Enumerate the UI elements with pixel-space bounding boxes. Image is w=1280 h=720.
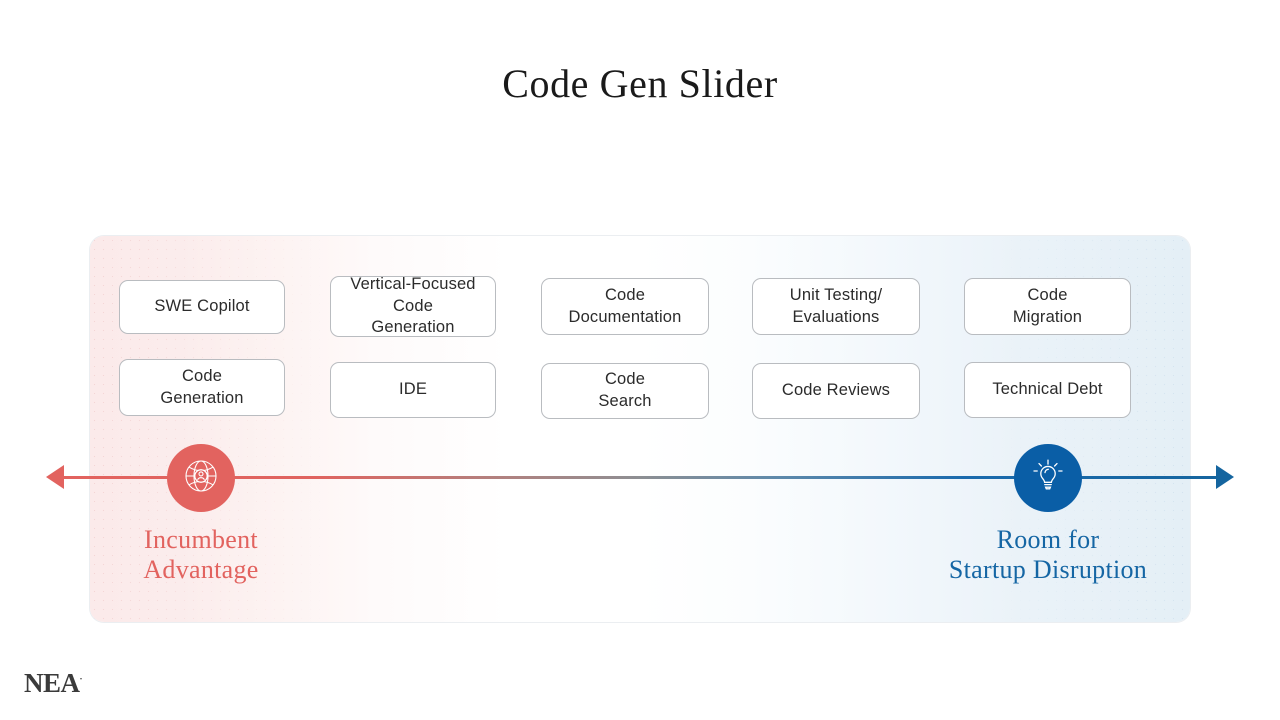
category-chip[interactable]: Code Reviews — [752, 363, 920, 419]
globe-user-icon — [181, 456, 221, 501]
page-title: Code Gen Slider — [502, 61, 778, 106]
endpoint-right-caption: Room for Startup Disruption — [948, 525, 1148, 585]
category-chip[interactable]: IDE — [330, 362, 496, 418]
category-chip[interactable]: Code Documentation — [541, 278, 709, 335]
category-chip[interactable]: Vertical-Focused Code Generation — [330, 275, 496, 337]
nea-logo-text: NEA — [24, 668, 80, 698]
spectrum-axis-line — [60, 476, 1220, 479]
category-chip[interactable]: Unit Testing/ Evaluations — [752, 278, 920, 335]
lightbulb-icon — [1028, 456, 1068, 501]
endpoint-startup-disruption[interactable] — [1014, 444, 1082, 512]
category-chip[interactable]: Code Generation — [119, 359, 285, 416]
nea-logo: NEA· — [24, 670, 83, 697]
endpoint-incumbent-advantage[interactable] — [167, 444, 235, 512]
endpoint-left-caption: Incumbent Advantage — [143, 525, 259, 585]
arrow-left-icon — [46, 465, 64, 489]
category-chip[interactable]: Code Search — [541, 363, 709, 419]
category-chip[interactable]: SWE Copilot — [119, 280, 285, 334]
arrow-right-icon — [1216, 465, 1234, 489]
category-chip[interactable]: Technical Debt — [964, 362, 1131, 418]
nea-logo-mark: · — [79, 674, 83, 684]
category-chip[interactable]: Code Migration — [964, 278, 1131, 335]
